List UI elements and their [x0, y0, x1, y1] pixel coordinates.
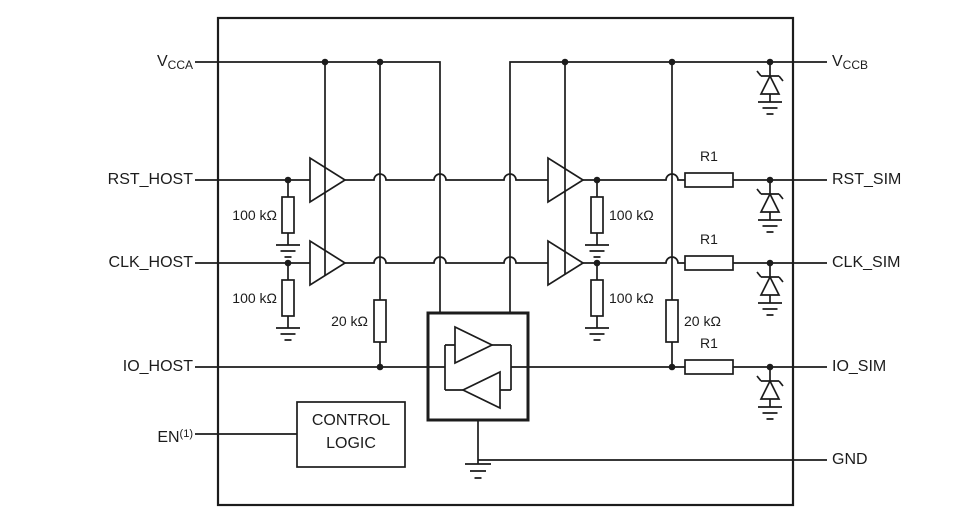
series-resistor-label-rst: R1 [700, 148, 718, 164]
vccb-rail-wire [509, 61, 827, 313]
io-block-right-wire [492, 344, 527, 391]
ground-symbol [276, 327, 300, 341]
esd-diode-vccb-icon [756, 62, 784, 115]
control-logic-line1: CONTROL [311, 412, 391, 429]
ground-symbol [585, 327, 609, 341]
junction-dot [284, 176, 292, 184]
junction-dot [766, 176, 774, 184]
rst-mid-wire [345, 173, 548, 181]
pullup-value-a: 20 kΩ [331, 313, 368, 329]
pin-label-io-host: IO_HOST [122, 358, 193, 375]
clk-sim-wire [583, 256, 827, 264]
io-translator-block [426, 311, 530, 422]
control-logic-box [296, 401, 406, 468]
io-block-left-wire [429, 344, 463, 391]
clk-mid-wire [345, 256, 548, 264]
junction-dot [766, 259, 774, 267]
series-resistor-label-io: R1 [700, 335, 718, 351]
control-logic-label: CONTROL LOGIC [297, 409, 405, 455]
io-buffer-forward-icon [454, 325, 494, 365]
esd-diode-clk-icon [756, 263, 784, 316]
rst-sim-wire [583, 173, 827, 181]
pin-label-vcca: VCCA [38, 51, 193, 76]
junction-dot [593, 259, 601, 267]
ground-symbol [758, 406, 782, 420]
junction-dot [593, 176, 601, 184]
pulldown-resistor-rst-a [281, 196, 295, 234]
pulldown-resistor-rst-b [590, 196, 604, 234]
vccb-sub: CCB [842, 58, 869, 72]
pin-label-rst-host: RST_HOST [107, 171, 193, 188]
esd-diode-io-icon [756, 367, 784, 420]
junction-dot [376, 58, 384, 66]
junction-dot [284, 259, 292, 267]
pin-label-io-sim: IO_SIM [832, 358, 887, 375]
pin-label-en: EN(1) [38, 423, 193, 449]
ground-symbol [758, 101, 782, 115]
junction-dot [321, 58, 329, 66]
junction-dot [766, 58, 774, 66]
junction-dot [668, 58, 676, 66]
ground-symbol [465, 463, 491, 479]
pulldown-value-rst-a: 100 kΩ [232, 207, 277, 223]
pin-label-gnd: GND [832, 451, 868, 468]
en-base: EN [157, 429, 180, 446]
pulldown-value-rst-b: 100 kΩ [609, 207, 654, 223]
ground-symbol [758, 219, 782, 233]
chip-outline [216, 16, 795, 507]
pulldown-resistor-clk-b [590, 279, 604, 317]
esd-diode-rst-icon [756, 180, 784, 233]
control-logic-line2: LOGIC [326, 435, 376, 452]
pullup-resistor-b [665, 299, 679, 343]
vcca-sub: CCA [167, 58, 193, 72]
ground-symbol [585, 244, 609, 258]
pullup-value-b: 20 kΩ [684, 313, 721, 329]
vccb-base: V [832, 53, 843, 70]
series-resistor-io [684, 359, 734, 375]
pin-label-vccb: VCCB [832, 51, 952, 76]
series-resistor-clk [684, 255, 734, 271]
series-resistor-label-clk: R1 [700, 231, 718, 247]
clk-buffer-a-icon [309, 239, 347, 287]
junction-dot [668, 363, 676, 371]
pin-label-clk-sim: CLK_SIM [832, 254, 901, 271]
vcca-rail-wire [195, 61, 441, 313]
pulldown-value-clk-b: 100 kΩ [609, 290, 654, 306]
ground-symbol [276, 244, 300, 258]
series-resistor-rst [684, 172, 734, 188]
junction-dot [376, 363, 384, 371]
pulldown-resistor-clk-a [281, 279, 295, 317]
vcca-base: V [156, 53, 168, 70]
junction-dot [561, 58, 569, 66]
pin-label-rst-sim: RST_SIM [832, 171, 902, 188]
pullup-resistor-a [373, 299, 387, 343]
junction-dot [766, 363, 774, 371]
io-buffer-reverse-icon [461, 370, 501, 410]
rst-buffer-a-icon [309, 156, 347, 204]
pin-label-clk-host: CLK_HOST [108, 254, 193, 271]
pulldown-value-clk-a: 100 kΩ [232, 290, 277, 306]
junction-dots [284, 58, 774, 371]
ground-symbol [758, 302, 782, 316]
gnd-wire [477, 420, 827, 464]
en-footnote: (1) [179, 428, 193, 440]
